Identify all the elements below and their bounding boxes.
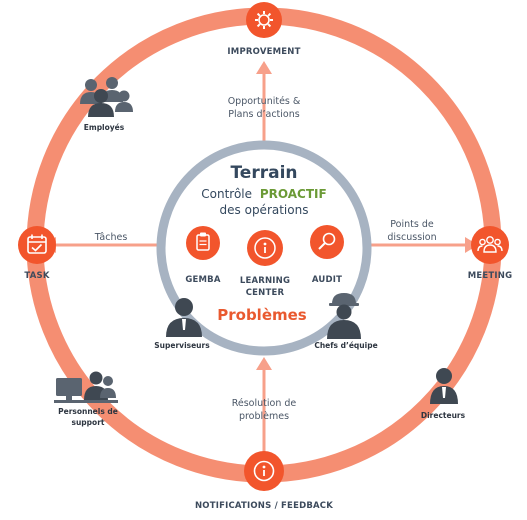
arrow-label-opportunites: Opportunités & (228, 96, 301, 107)
supervisor-person-icon (166, 298, 202, 337)
meeting-label: MEETING (468, 271, 513, 281)
hardhat-worker-icon (327, 293, 361, 339)
center-subtitle-highlight: PROACTIF (260, 187, 327, 201)
superviseurs-label: Superviseurs (154, 341, 210, 350)
info-icon (253, 460, 275, 482)
gemba-clipboard-icon[interactable] (186, 226, 220, 260)
problems-title: Problèmes (217, 306, 307, 324)
learning-center-info-icon[interactable] (247, 230, 283, 266)
directeurs-label: Directeurs (421, 411, 466, 420)
arrow-label-discussion: discussion (387, 232, 436, 243)
notifications-label: NOTIFICATIONS / FEEDBACK (195, 501, 333, 511)
node-meeting[interactable] (471, 226, 509, 264)
support-desk-icon (54, 371, 118, 403)
audit-label: AUDIT (312, 275, 342, 285)
node-notifications[interactable] (244, 451, 284, 491)
gemba-label: GEMBA (185, 275, 221, 285)
calendar-check-icon (27, 234, 47, 254)
gear-icon (255, 11, 273, 29)
chefs-label: Chefs d’équipe (314, 341, 377, 350)
node-task[interactable] (18, 226, 56, 264)
task-label: TASK (24, 271, 49, 281)
group-icon (477, 236, 503, 253)
center-subtitle-line2: des opérations (220, 203, 309, 217)
arrow-label-points: Points de (390, 219, 434, 230)
center-label: CENTER (246, 288, 285, 298)
arrow-label-taches: Tâches (94, 232, 128, 243)
node-improvement[interactable] (246, 2, 282, 38)
personnels-label-line2: support (72, 418, 105, 427)
employes-label: Employés (84, 123, 125, 132)
arrow-label-problemes: problèmes (239, 411, 289, 422)
learning-label: LEARNING (240, 276, 290, 286)
director-person-icon (430, 368, 458, 404)
audit-magnifier-icon[interactable] (310, 225, 344, 259)
personnels-label-line1: Personnels de (58, 407, 118, 416)
center-subtitle-pre: Contrôle (201, 187, 252, 201)
employes-group-icon (80, 77, 133, 117)
improvement-label: IMPROVEMENT (227, 47, 300, 57)
arrow-label-plans: Plans d’actions (228, 109, 299, 120)
arrow-label-resolution: Résolution de (232, 398, 297, 409)
center-subtitle-line1: Contrôle PROACTIF (201, 187, 326, 201)
center-title: Terrain (230, 163, 297, 183)
